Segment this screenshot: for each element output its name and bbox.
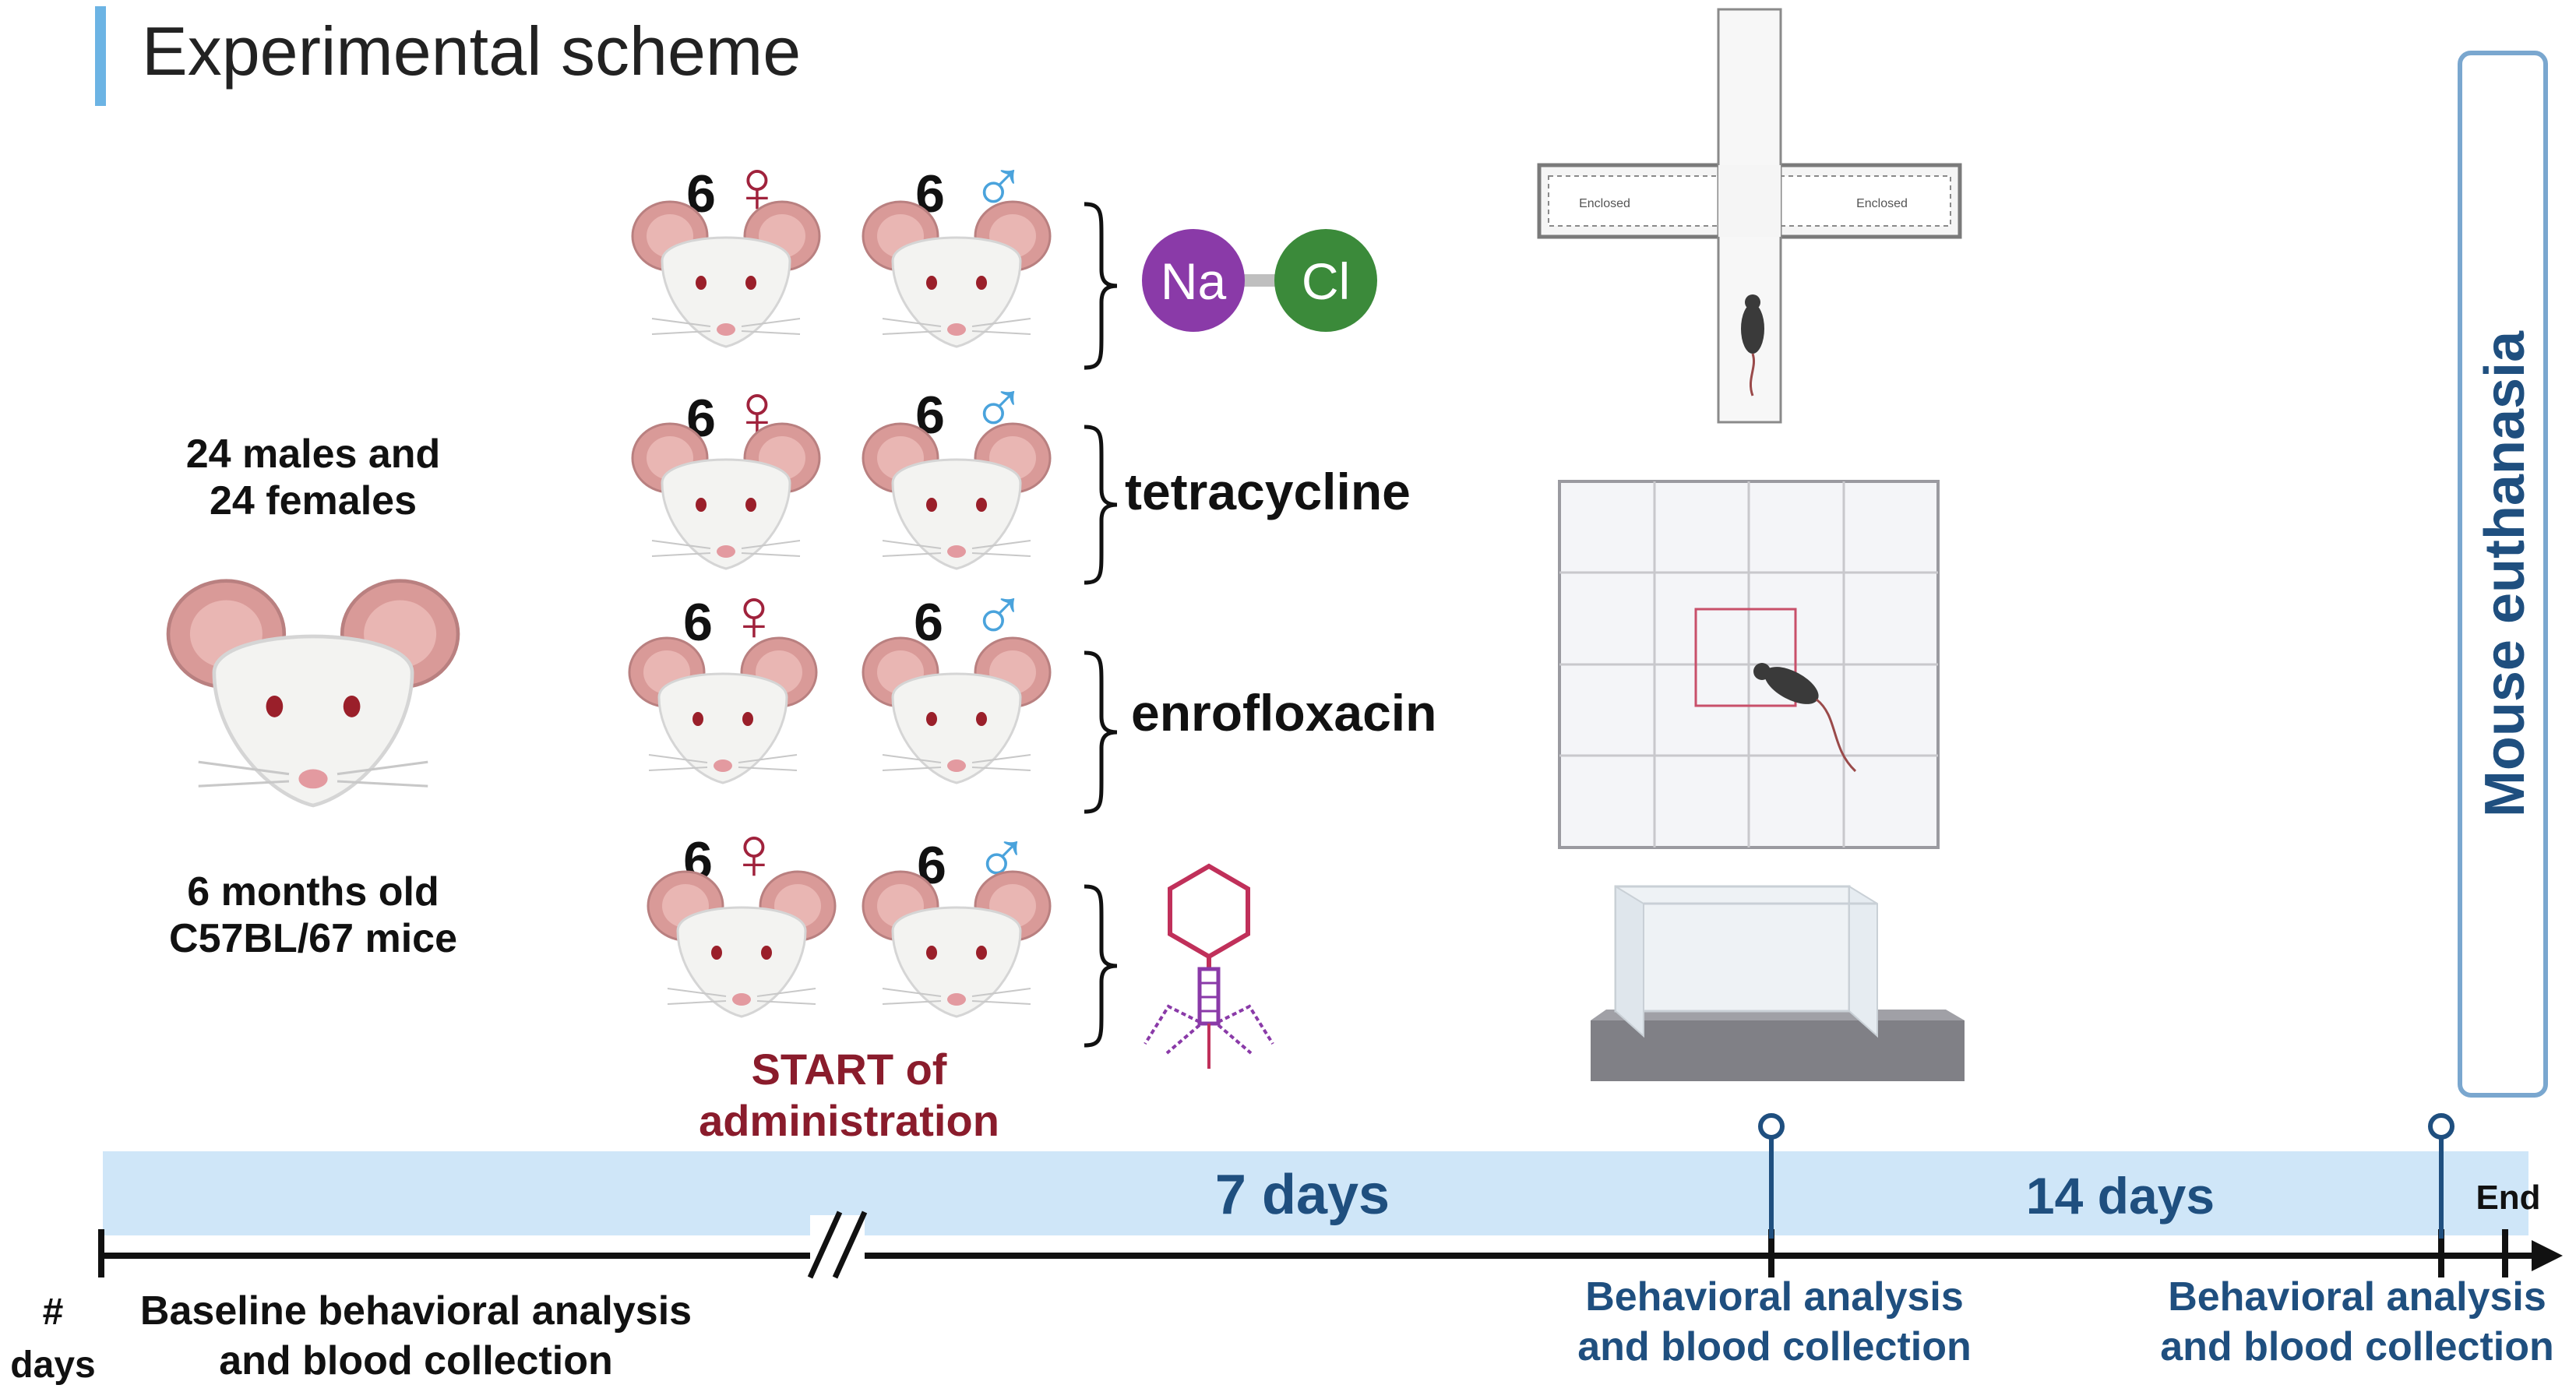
female-mouse-icon (631, 422, 821, 570)
open-field-icon (1558, 480, 1940, 849)
group-row-1: 6 ♀ 6 ♂ Na Cl (631, 145, 1377, 368)
cl-label: Cl (1302, 252, 1350, 310)
group-row-3: 6 ♀ 6 ♂ enrofloxacin (628, 573, 1436, 812)
age-line-2: C57BL/67 mice (169, 916, 457, 961)
female-mouse-icon (631, 200, 821, 348)
male-mouse-icon (862, 636, 1052, 784)
group-row-2: 6 ♀ 6 ♂ tetracycline (631, 366, 1411, 583)
days-word-label: days (10, 1344, 95, 1386)
pin-marker-mid-icon (1758, 1113, 1785, 1239)
curly-brace-icon (1084, 427, 1117, 583)
baseline-label-line-2: and blood collection (219, 1338, 613, 1383)
axis-break-icon (807, 1211, 868, 1279)
cohort-mouse-icon (168, 581, 458, 805)
euthanasia-label: Mouse euthanasia (2474, 330, 2536, 817)
curly-brace-icon (1084, 653, 1117, 812)
female-mouse-icon (628, 636, 818, 784)
age-line-1: 6 months old (187, 869, 439, 914)
female-count: 6 (683, 593, 713, 652)
male-mouse-icon (862, 200, 1052, 348)
fourteen-days-label: 14 days (2026, 1167, 2215, 1225)
timeline-band (103, 1151, 2528, 1235)
cohort-line-1: 24 males and (186, 432, 441, 477)
elevated-plus-maze-icon: Enclosed Enclosed (1537, 8, 1962, 424)
nacl-molecule-icon: Na Cl (1142, 229, 1377, 332)
mid-label-line-1: Behavioral analysis (1585, 1274, 1964, 1320)
curly-brace-icon (1084, 204, 1117, 368)
maze-label-left: Enclosed (1579, 197, 1630, 210)
final-label-line-1: Behavioral analysis (2168, 1274, 2546, 1320)
pin-marker-final-icon (2428, 1113, 2454, 1239)
na-label: Na (1161, 252, 1227, 310)
group-row-4: 6 ♀ 6 ♂ (647, 812, 1274, 1069)
mid-label-line-2: and blood collection (1577, 1324, 1972, 1369)
male-mouse-icon (862, 422, 1052, 570)
maze-label-right: Enclosed (1856, 197, 1908, 210)
euthanasia-panel (2458, 51, 2548, 1098)
title-accent-bar (95, 6, 106, 106)
start-label-line-2: administration (699, 1096, 999, 1145)
bacteriophage-icon (1144, 863, 1274, 1069)
treatment-label: tetracycline (1125, 463, 1411, 520)
male-mouse-icon (862, 870, 1052, 1018)
days-hash-label: # (43, 1292, 64, 1333)
end-label: End (2476, 1179, 2540, 1217)
final-label-line-2: and blood collection (2160, 1324, 2554, 1369)
page-title: Experimental scheme (142, 12, 801, 90)
seven-days-label: 7 days (1215, 1164, 1390, 1226)
timeline-arrowhead-icon (2532, 1240, 2563, 1271)
start-label-line-1: START of (752, 1045, 947, 1094)
test-arena-icon (1591, 885, 1965, 1081)
cohort-line-2: 24 females (210, 478, 417, 523)
treatment-label: enrofloxacin (1131, 684, 1436, 742)
baseline-label-line-1: Baseline behavioral analysis (140, 1288, 692, 1334)
curly-brace-icon (1084, 886, 1117, 1045)
